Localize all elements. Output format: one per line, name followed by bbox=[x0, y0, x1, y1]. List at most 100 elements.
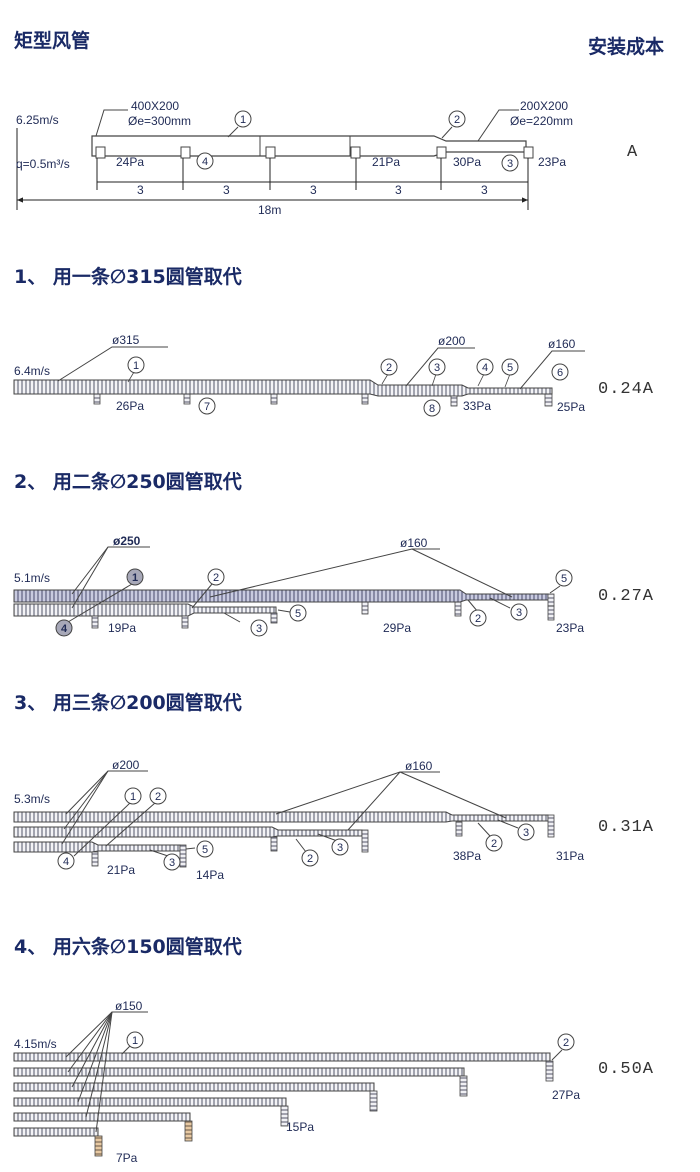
option-1-marker-1 bbox=[127, 356, 145, 374]
option-4-pressure-1: 15Pa bbox=[286, 1120, 314, 1134]
option-1-pressure-1: 26Pa bbox=[116, 399, 144, 413]
option-2-marker-2b bbox=[469, 609, 487, 627]
option-3-pressure-3: 38Pa bbox=[453, 849, 481, 863]
option-4-cost: 0.50A bbox=[598, 1060, 655, 1079]
option-3-marker-2b bbox=[301, 849, 319, 867]
option-3-marker-2-label: 2 bbox=[155, 791, 161, 803]
option-2-marker-5b bbox=[555, 569, 573, 587]
option-1-branches bbox=[93, 393, 553, 407]
option-3-marker-5 bbox=[196, 840, 214, 858]
rect-velocity: 6.25m/s bbox=[16, 113, 59, 127]
option-2-cost: 0.27A bbox=[598, 587, 655, 606]
option-2-diagram: 5.1m/s ø250 ø160 19Pa 29Pa 23Pa 1 2 3 3 … bbox=[13, 534, 584, 637]
option-3-marker-1-label: 1 bbox=[130, 791, 136, 803]
option-4-title: 4、 用六条∅150圆管取代 bbox=[14, 936, 242, 958]
option-4-duct-3 bbox=[13, 1082, 375, 1092]
rect-pressure-1: 24Pa bbox=[116, 155, 144, 169]
rect-duct bbox=[91, 135, 527, 157]
rect-marker-1 bbox=[234, 110, 252, 128]
rect-pressure-3: 30Pa bbox=[453, 155, 481, 169]
option-3-marker-5-label: 5 bbox=[202, 844, 208, 856]
option-1-pressure-2: 33Pa bbox=[463, 399, 491, 413]
option-4-duct-6 bbox=[13, 1127, 99, 1137]
rect-pressure-4: 23Pa bbox=[538, 155, 566, 169]
option-1-dim-1: ø315 bbox=[112, 333, 140, 347]
option-2-marker-5a bbox=[289, 604, 307, 622]
option-4-duct-1 bbox=[13, 1052, 551, 1062]
option-3-diagram: 5.3m/s ø200 ø160 21Pa 14Pa 38Pa 31Pa 1 2… bbox=[13, 758, 584, 882]
option-1-cost: 0.24A bbox=[598, 380, 655, 399]
option-3-velocity: 5.3m/s bbox=[14, 792, 50, 806]
option-3-marker-3c-label: 3 bbox=[523, 827, 529, 839]
option-3-duct-2 bbox=[13, 826, 363, 838]
rect-duct-section: 6.25m/s q=0.5m³/s 400X200 Øe=300mm 200X2… bbox=[16, 99, 573, 217]
rect-seg-5: 3 bbox=[481, 183, 488, 197]
option-2-marker-2 bbox=[207, 568, 225, 586]
rect-marker-3-label: 3 bbox=[507, 158, 513, 170]
option-1-marker-1-label: 1 bbox=[133, 360, 139, 372]
option-1-title: 1、 用一条∅315圆管取代 bbox=[14, 266, 242, 288]
rect-seg-2: 3 bbox=[223, 183, 230, 197]
option-4-pressure-2: 27Pa bbox=[552, 1088, 580, 1102]
option-1-marker-8-label: 8 bbox=[429, 403, 435, 415]
option-2-marker-4-label: 4 bbox=[61, 623, 68, 635]
option-3-marker-2c-label: 2 bbox=[491, 838, 497, 850]
option-4-pressure-3: 7Pa bbox=[116, 1151, 138, 1165]
option-3-marker-2b-label: 2 bbox=[307, 853, 313, 865]
option-2-velocity: 5.1m/s bbox=[14, 571, 50, 585]
cost-heading: 安装成本 bbox=[588, 36, 665, 58]
option-4-velocity: 4.15m/s bbox=[14, 1037, 57, 1051]
option-1-marker-5-label: 5 bbox=[507, 362, 513, 374]
option-2-pressure-2: 29Pa bbox=[383, 621, 411, 635]
option-2-marker-4 bbox=[55, 619, 73, 637]
option-4-marker-2-label: 2 bbox=[563, 1037, 569, 1049]
rect-size-1: 400X200 bbox=[131, 99, 179, 113]
option-2-marker-2-label: 2 bbox=[213, 572, 219, 584]
option-3-marker-3a bbox=[163, 853, 181, 871]
option-1-marker-3 bbox=[428, 358, 446, 376]
option-2-marker-5b-label: 5 bbox=[561, 573, 567, 585]
rect-pressure-2: 21Pa bbox=[372, 155, 400, 169]
option-1-marker-4 bbox=[476, 358, 494, 376]
option-2-marker-3b bbox=[510, 603, 528, 621]
option-1-marker-7-label: 7 bbox=[204, 401, 210, 413]
option-3-pressure-4: 31Pa bbox=[556, 849, 584, 863]
option-1-marker-8 bbox=[423, 399, 441, 417]
option-3-marker-2 bbox=[149, 787, 167, 805]
option-3-pressure-2: 14Pa bbox=[196, 868, 224, 882]
option-4-marker-2 bbox=[557, 1033, 575, 1051]
option-3-marker-3c bbox=[517, 823, 535, 841]
option-2-marker-3b-label: 3 bbox=[516, 607, 522, 619]
rect-seg-1: 3 bbox=[137, 183, 144, 197]
option-3-pressure-1: 21Pa bbox=[107, 863, 135, 877]
rect-size-2: 200X200 bbox=[520, 99, 568, 113]
option-4-duct-2 bbox=[13, 1067, 465, 1077]
option-4-dim-1: ø150 bbox=[115, 999, 143, 1013]
option-2-marker-3a bbox=[250, 619, 268, 637]
rect-seg-4: 3 bbox=[395, 183, 402, 197]
option-1-marker-3-label: 3 bbox=[434, 362, 440, 374]
rect-seg-3: 3 bbox=[310, 183, 317, 197]
option-1-marker-2-label: 2 bbox=[386, 362, 392, 374]
option-1-marker-5 bbox=[501, 358, 519, 376]
option-2-marker-2b-label: 2 bbox=[475, 613, 481, 625]
rect-de-2: Øe=220mm bbox=[510, 114, 573, 128]
option-1-marker-2 bbox=[380, 358, 398, 376]
option-3-dim-2: ø160 bbox=[405, 759, 433, 773]
page-title: 矩型风管 bbox=[14, 30, 91, 52]
option-2-marker-3a-label: 3 bbox=[256, 623, 262, 635]
rect-marker-3 bbox=[501, 154, 519, 172]
option-3-marker-4 bbox=[57, 852, 75, 870]
option-4-duct-4 bbox=[13, 1097, 287, 1107]
option-3-duct-1 bbox=[13, 811, 549, 823]
option-2-duct-lower bbox=[13, 603, 277, 617]
option-4-duct-5 bbox=[13, 1112, 191, 1122]
option-3-title: 3、 用三条∅200圆管取代 bbox=[14, 692, 242, 714]
option-2-title: 2、 用二条∅250圆管取代 bbox=[14, 471, 242, 493]
option-1-pressure-3: 25Pa bbox=[557, 400, 585, 414]
option-3-dim-1: ø200 bbox=[112, 758, 140, 772]
option-4-marker-1-label: 1 bbox=[132, 1035, 138, 1047]
option-3-marker-3a-label: 3 bbox=[169, 857, 175, 869]
option-3-cost: 0.31A bbox=[598, 818, 655, 837]
